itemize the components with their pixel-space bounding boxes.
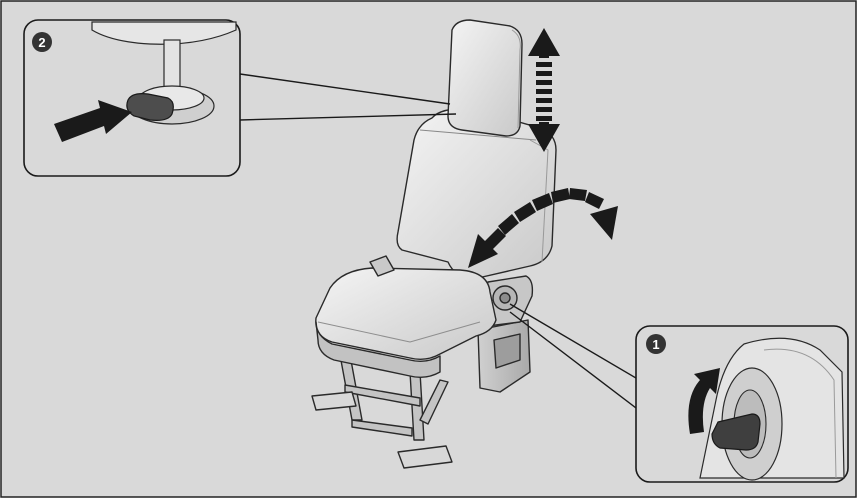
callout-1-marker: 1 [646, 334, 666, 354]
callout-2-marker: 2 [32, 32, 52, 52]
callout-2-inset: 2 [24, 20, 240, 176]
callout-2-number: 2 [38, 35, 45, 50]
callout-1-inset: 1 [636, 326, 848, 482]
headrest [448, 20, 522, 136]
callout-1-number: 1 [652, 337, 659, 352]
headrest-release-button [127, 94, 173, 121]
